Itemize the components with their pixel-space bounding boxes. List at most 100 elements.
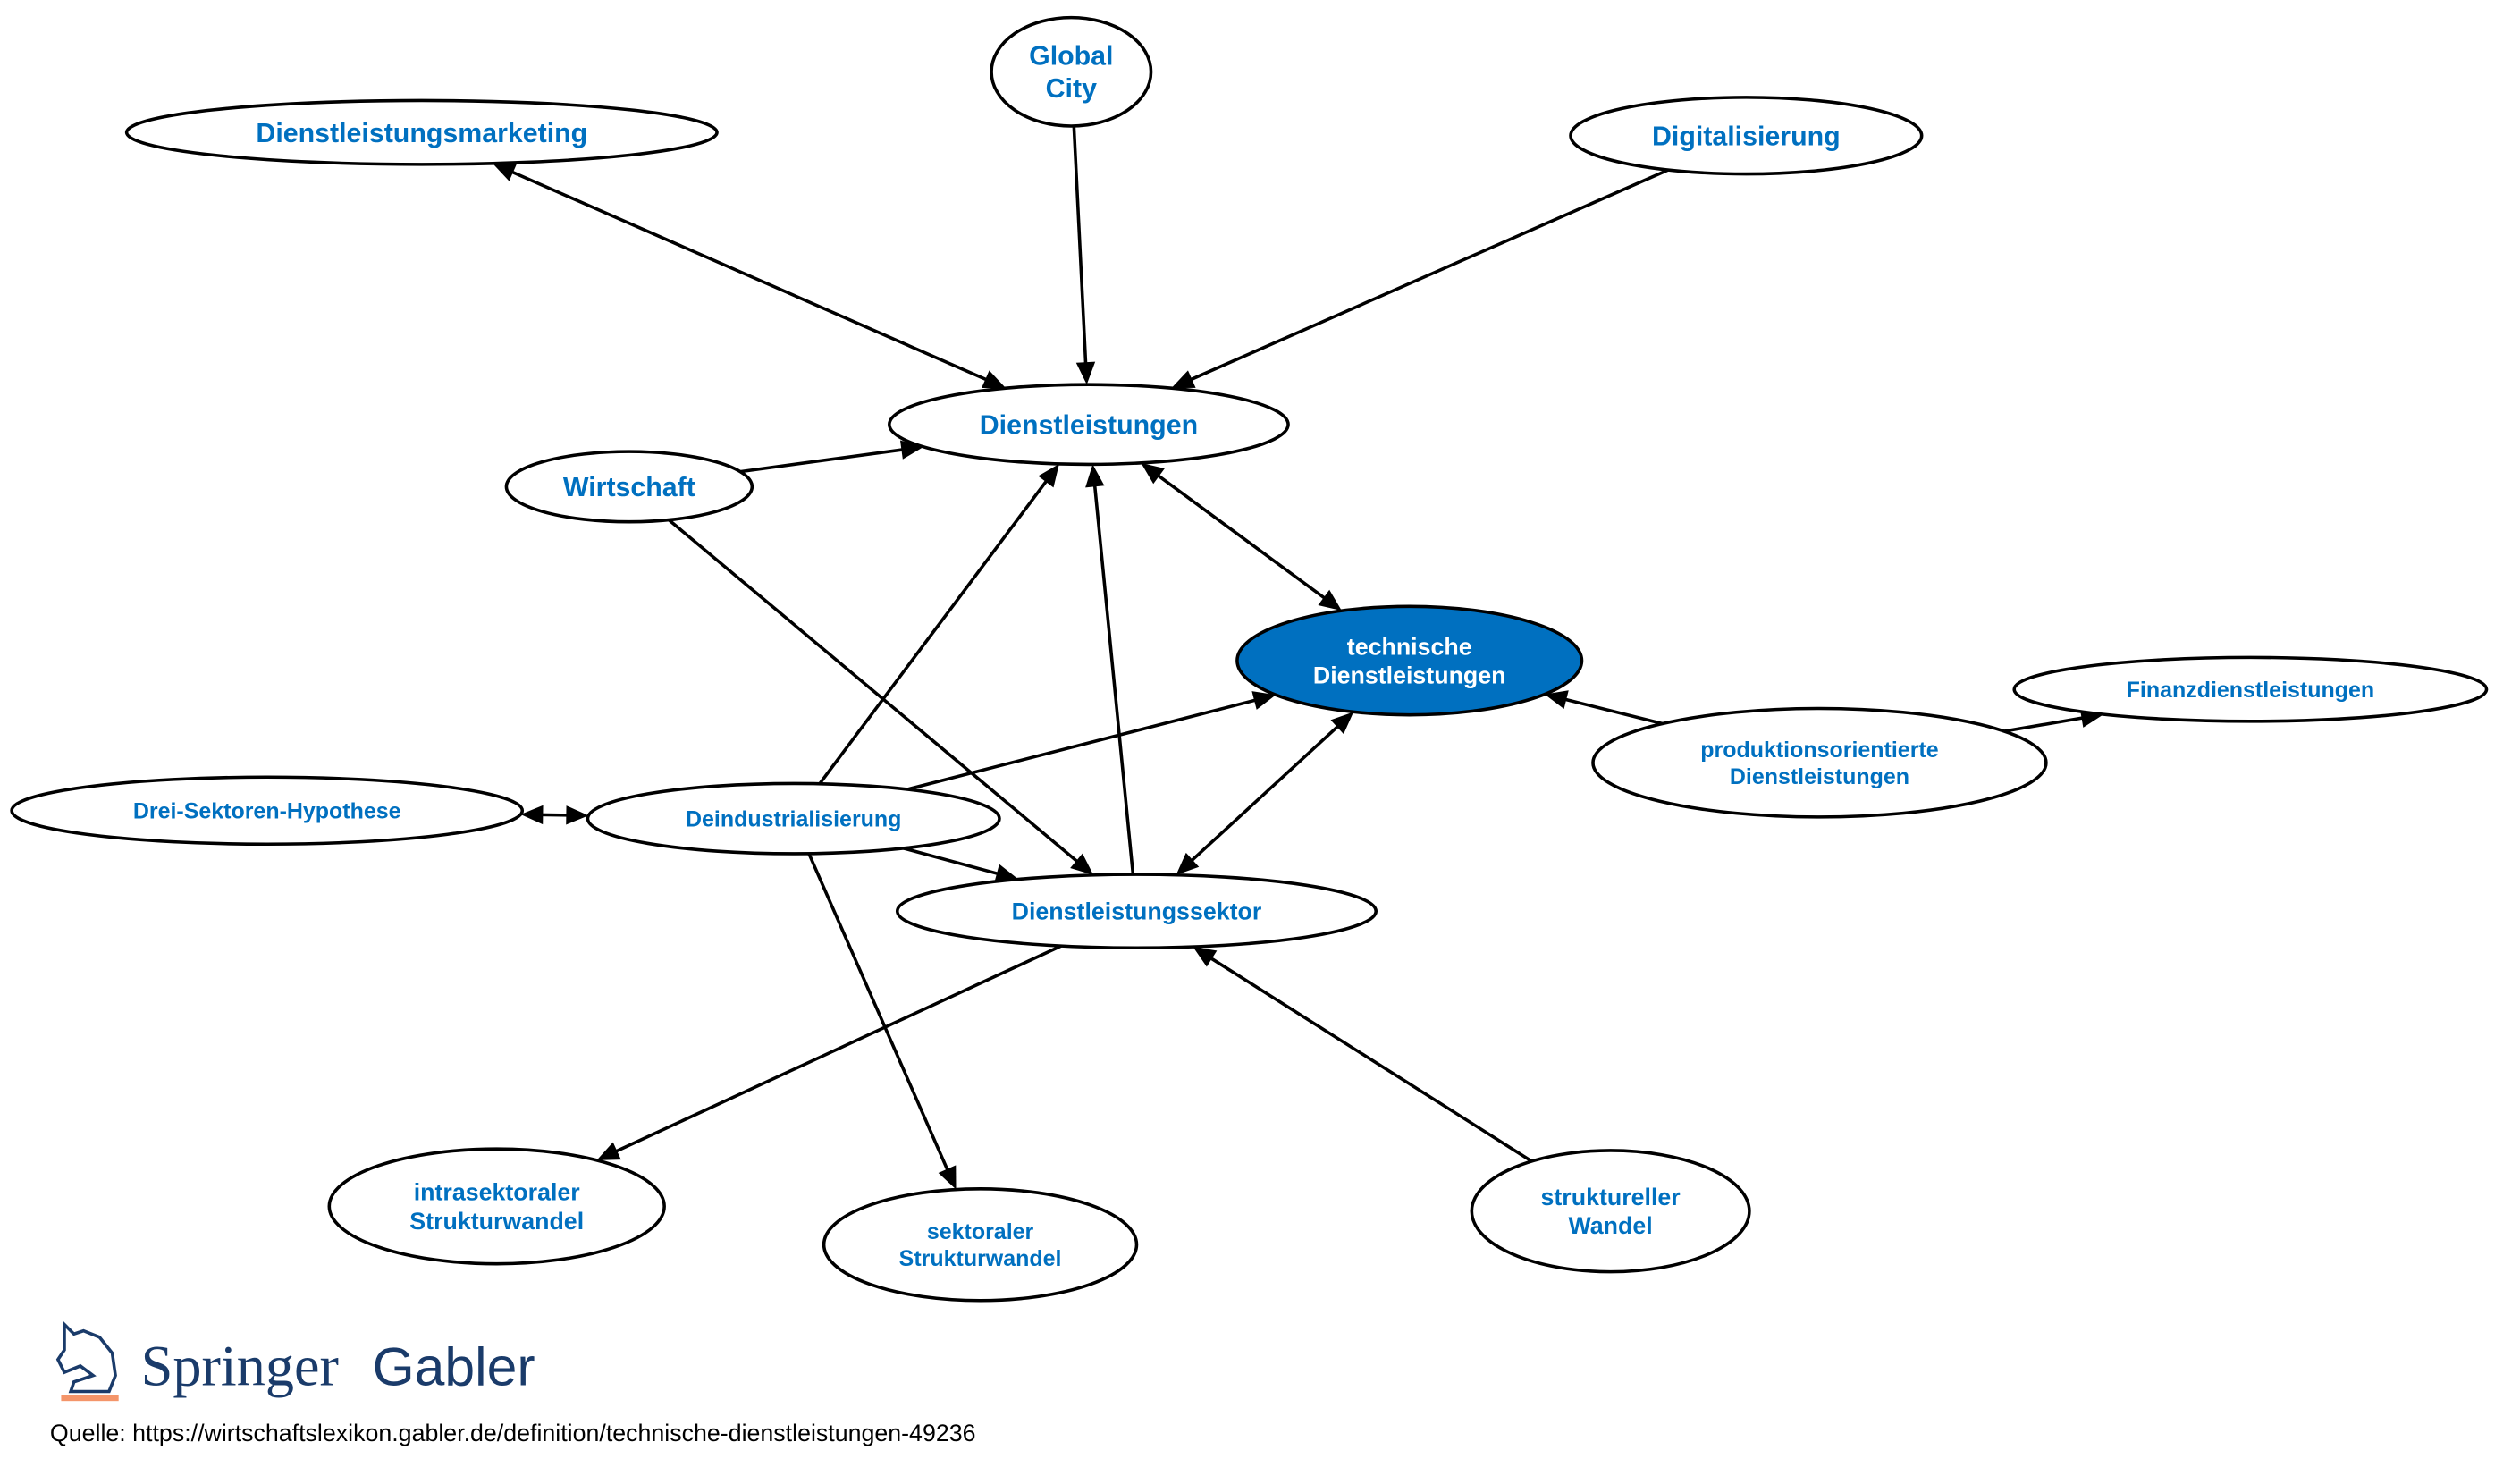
logo-sub: Gabler xyxy=(372,1336,535,1396)
node-label: Dienstleistungsmarketing xyxy=(256,119,587,148)
edge-line xyxy=(1563,697,1664,726)
edge-line xyxy=(668,519,1080,864)
knight-horse-icon xyxy=(55,1320,119,1402)
node-label: Dienstleistungen xyxy=(1313,662,1506,688)
edge-line xyxy=(2003,715,2086,733)
node-label: Deindustrialisierung xyxy=(686,806,901,831)
springer-gabler-logo: Springer Gabler xyxy=(55,1320,535,1402)
edge-line xyxy=(1072,125,1088,366)
arrowhead xyxy=(1171,370,1196,389)
node-ellipse[interactable] xyxy=(327,1147,666,1266)
node-label: Digitalisierung xyxy=(1652,122,1841,151)
arrowhead xyxy=(1038,463,1059,488)
edge-drei_sektoren-to-deindustrialisierung xyxy=(520,805,589,825)
edge-line xyxy=(906,697,1258,791)
edge-dienstleistungssektor-to-intrasektoraler xyxy=(596,944,1062,1160)
edge-wirtschaft-to-dienstleistungssektor xyxy=(668,519,1094,875)
node-label: Finanzdienstleistungen xyxy=(2127,678,2374,703)
node-ellipse[interactable] xyxy=(822,1187,1139,1303)
arrowhead xyxy=(1176,852,1200,875)
logo-brand: Springer xyxy=(141,1334,339,1397)
node-ellipse[interactable] xyxy=(504,450,754,524)
node-ellipse[interactable] xyxy=(2012,655,2489,723)
node-label: Strukturwandel xyxy=(409,1208,584,1235)
arrowhead xyxy=(596,1142,621,1160)
edge-dienstleistungssektor-to-dienstleistungen xyxy=(1085,464,1135,875)
edge-line xyxy=(1189,723,1341,864)
arrowhead xyxy=(1141,462,1165,485)
node-ellipse[interactable] xyxy=(990,15,1153,128)
edge-struktureller-to-dienstleistungssektor xyxy=(1193,947,1533,1163)
arrowhead xyxy=(899,440,924,460)
arrowhead xyxy=(520,805,544,825)
node-dienstleistungsmarketing[interactable]: Dienstleistungsmarketing xyxy=(124,98,719,166)
node-ellipse[interactable] xyxy=(1235,604,1584,717)
node-label: Dienstleistungen xyxy=(1730,764,1909,789)
node-ellipse[interactable] xyxy=(1569,96,1924,176)
edge-line xyxy=(1092,483,1135,875)
node-label: struktureller xyxy=(1541,1184,1681,1210)
edge-line xyxy=(818,478,1049,785)
node-label: Strukturwandel xyxy=(899,1246,1062,1271)
edge-line xyxy=(1208,956,1533,1163)
arrowhead xyxy=(1193,947,1218,967)
edge-line xyxy=(807,853,950,1173)
node-finanzdienstleistungen[interactable]: Finanzdienstleistungen xyxy=(2012,655,2489,723)
edges-layer xyxy=(492,125,2104,1190)
edge-line xyxy=(539,813,569,817)
edge-dienstleistungssektor-to-technische_dienstleistungen xyxy=(1176,712,1354,875)
arrowhead xyxy=(1544,690,1569,710)
arrowhead xyxy=(566,805,589,825)
node-label: City xyxy=(1046,74,1097,104)
edge-line xyxy=(739,447,906,474)
node-label: Wirtschaft xyxy=(563,473,695,502)
arrowhead xyxy=(1252,691,1277,710)
edge-global_city-to-dienstleistungen xyxy=(1072,125,1096,385)
edge-line xyxy=(509,169,990,383)
arrowhead xyxy=(1330,712,1354,735)
arrowhead xyxy=(1318,589,1342,611)
arrowhead xyxy=(492,163,518,181)
node-ellipse[interactable] xyxy=(895,873,1378,950)
node-label: Global xyxy=(1029,42,1113,72)
node-ellipse[interactable] xyxy=(1591,706,2048,819)
edge-produktionsorientierte-to-technische_dienstleistungen xyxy=(1544,690,1664,726)
node-ellipse[interactable] xyxy=(888,383,1290,467)
node-label: Dienstleistungssektor xyxy=(1012,898,1262,925)
edge-line xyxy=(1188,168,1669,383)
node-ellipse[interactable] xyxy=(10,775,525,847)
node-label: intrasektoraler xyxy=(414,1179,581,1206)
source-url: Quelle: https://wirtschaftslexikon.gable… xyxy=(50,1420,976,1446)
node-dienstleistungen[interactable]: Dienstleistungen xyxy=(888,383,1290,467)
node-deindustrialisierung[interactable]: Deindustrialisierung xyxy=(586,781,1001,856)
edge-line xyxy=(903,847,1000,876)
edge-deindustrialisierung-to-dienstleistungssektor xyxy=(903,847,1019,883)
node-wirtschaft[interactable]: Wirtschaft xyxy=(504,450,754,524)
node-label: Dienstleistungen xyxy=(980,410,1198,440)
edge-deindustrialisierung-to-technische_dienstleistungen xyxy=(906,691,1277,791)
node-ellipse[interactable] xyxy=(1470,1149,1751,1274)
node-label: Drei-Sektoren-Hypothese xyxy=(133,798,401,823)
node-ellipse[interactable] xyxy=(124,98,719,166)
node-digitalisierung[interactable]: Digitalisierung xyxy=(1569,96,1924,176)
node-label: sektoraler xyxy=(927,1219,1034,1244)
node-label: technische xyxy=(1347,633,1472,660)
edge-line xyxy=(1155,473,1327,601)
arrowhead xyxy=(1075,361,1096,385)
edge-wirtschaft-to-dienstleistungen xyxy=(739,440,924,474)
arrowhead xyxy=(1085,464,1105,488)
node-label: Wandel xyxy=(1569,1212,1653,1239)
node-dienstleistungssektor[interactable]: Dienstleistungssektor xyxy=(895,873,1378,950)
node-ellipse[interactable] xyxy=(586,781,1001,856)
node-drei-sektoren[interactable]: Drei-Sektoren-Hypothese xyxy=(10,775,525,847)
node-label: produktionsorientierte xyxy=(1700,738,1938,763)
arrowhead xyxy=(994,864,1019,883)
